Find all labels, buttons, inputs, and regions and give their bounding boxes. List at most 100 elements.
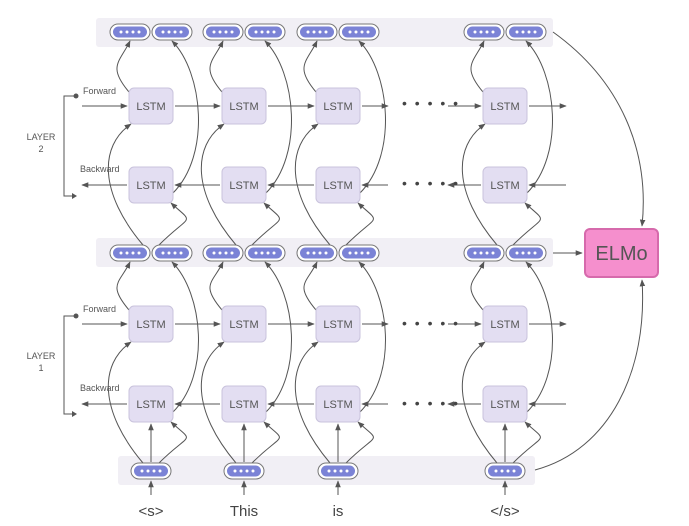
l2-forward-to-output-this (209, 40, 224, 93)
l2-out-bwd-vector-start-dot-3 (179, 30, 183, 34)
lstm-cell-l1-fwd-end-box (482, 305, 528, 343)
lstm-cell-l1-fwd-is: LSTM (315, 305, 361, 343)
layer2-to-elmo-arrow (552, 31, 646, 227)
l1-backward-to-output-end (525, 261, 553, 413)
l1-out-bwd-vector-end (505, 244, 547, 262)
l1-out-fwd-vector-start (109, 244, 151, 262)
lstm-cell-l2-bwd-end-label: LSTM (490, 180, 519, 192)
lstm-cell-l2-fwd-is-box (315, 87, 361, 125)
l2-out-bwd-vector-is-fill (342, 26, 376, 38)
embeddings-to-elmo-arrow (534, 279, 646, 471)
layer2-bracket-dot (73, 93, 79, 99)
l2-out-fwd-vector-is (296, 23, 338, 41)
l2-out-bwd-vector-start-dot-2 (173, 30, 177, 34)
l2-out-bwd-vector-this-dot-0 (254, 30, 258, 34)
lstm-cell-l1-bwd-start: LSTM (128, 385, 174, 423)
token-embedding-start-dot-1 (146, 469, 150, 473)
l1-out-bwd-vector-end-dot-3 (533, 251, 537, 255)
token-embedding-this-dot-3 (251, 469, 255, 473)
l2-out-bwd-vector-is-dot-3 (366, 30, 370, 34)
l2-out-fwd-vector-is-dot-1 (312, 30, 316, 34)
l1-out-bwd-vector-this-fill (248, 247, 282, 259)
l1-out-fwd-vector-end-dot-3 (491, 251, 495, 255)
lstm-cell-l2-bwd-is-box (315, 166, 361, 204)
l2-out-fwd-vector-start-fill (113, 26, 147, 38)
l1-input-to-forward-end (461, 341, 498, 464)
layer2-bracket-arrowhead (72, 193, 77, 199)
layer2-bracket (63, 93, 79, 199)
ellipsis-layer2-backward: • • • • • (402, 175, 460, 191)
l2-out-bwd-vector-is-dot-1 (354, 30, 358, 34)
l2-out-bwd-vector-end (505, 23, 547, 41)
l1-out-bwd-vector-end-dot-2 (527, 251, 531, 255)
l2-forward-to-output-end (470, 40, 485, 93)
lstm-cell-l2-bwd-this-label: LSTM (229, 180, 258, 192)
lstm-cell-l2-fwd-is: LSTM (315, 87, 361, 125)
elmo-output-box (584, 228, 659, 278)
l1-out-fwd-vector-this (202, 244, 244, 262)
lstm-cell-l2-bwd-end-box (482, 166, 528, 204)
l1-out-bwd-vector-start-dot-1 (167, 251, 171, 255)
l2-out-bwd-vector-start-dot-1 (167, 30, 171, 34)
lstm-cell-l1-fwd-this-box (221, 305, 267, 343)
lstm-cells: LSTM LSTM LSTM LSTM LSTM LSTM LSTM LSTM LSTM LSTM… (128, 87, 528, 423)
token-embedding-end-dot-0 (494, 469, 498, 473)
lstm-cell-l2-fwd-start-label: LSTM (136, 101, 165, 113)
layer2-forward-label: Forward (83, 86, 116, 96)
lstm-cell-l2-fwd-this-label: LSTM (229, 101, 258, 113)
l1-out-fwd-vector-is (296, 244, 338, 262)
l1-out-fwd-vector-is-dot-3 (324, 251, 328, 255)
l1-out-bwd-vector-start (151, 244, 193, 262)
l2-forward-to-output-start (116, 40, 131, 93)
l2-out-fwd-vector-is-dot-2 (318, 30, 322, 34)
lstm-cell-l1-bwd-is: LSTM (315, 385, 361, 423)
token-embedding-this-dot-0 (233, 469, 237, 473)
lstm-cell-l1-fwd-is-label: LSTM (323, 319, 352, 331)
lstm-cell-l1-bwd-start-label: LSTM (136, 399, 165, 411)
token-label-end: </s> (490, 503, 519, 520)
l1-out-bwd-vector-start-dot-2 (173, 251, 177, 255)
l1-out-fwd-vector-end (463, 244, 505, 262)
layer1-backward-label: Backward (80, 383, 120, 393)
token-embedding-start-fill (134, 465, 168, 477)
l1-out-fwd-vector-this-fill (206, 247, 240, 259)
l2-out-bwd-vector-this-dot-3 (272, 30, 276, 34)
layer1-forward-label: Forward (83, 304, 116, 314)
ellipsis-layer1-forward: • • • • • (402, 315, 460, 331)
l2-input-to-backward-is (345, 202, 374, 246)
token-embedding-end-fill (488, 465, 522, 477)
l1-out-bwd-vector-start-dot-0 (161, 251, 165, 255)
l2-out-bwd-vector-end-fill (509, 26, 543, 38)
lstm-cell-l2-fwd-start: LSTM (128, 87, 174, 125)
token-embedding-end (484, 462, 526, 480)
lstm-cell-l1-bwd-this: LSTM (221, 385, 267, 423)
l2-out-fwd-vector-start-dot-3 (137, 30, 141, 34)
l2-input-to-backward-end (512, 202, 541, 246)
layer1-bracket (63, 313, 79, 417)
lstm-cell-l1-bwd-end: LSTM (482, 385, 528, 423)
l2-input-to-forward-is (294, 123, 331, 246)
token-embedding-start-dot-3 (158, 469, 162, 473)
l1-out-fwd-vector-is-dot-0 (306, 251, 310, 255)
lstm-cell-l1-fwd-start-box (128, 305, 174, 343)
l1-out-fwd-vector-end-dot-0 (473, 251, 477, 255)
l1-out-bwd-vector-is (338, 244, 380, 262)
l2-out-bwd-vector-is-dot-2 (360, 30, 364, 34)
l2-backward-to-output-this (264, 40, 292, 194)
lstm-cell-l2-fwd-this: LSTM (221, 87, 267, 125)
lstm-cell-l1-fwd-this: LSTM (221, 305, 267, 343)
l2-backward-to-output-end (525, 40, 553, 194)
lstm-cell-l1-bwd-is-label: LSTM (323, 399, 352, 411)
l2-out-fwd-vector-this-dot-0 (212, 30, 216, 34)
lstm-cell-l2-bwd-is-label: LSTM (323, 180, 352, 192)
token-embedding-is-fill (321, 465, 355, 477)
l1-out-fwd-vector-is-dot-2 (318, 251, 322, 255)
lstm-cell-l1-fwd-end: LSTM (482, 305, 528, 343)
l2-out-fwd-vector-this-dot-2 (224, 30, 228, 34)
l2-out-fwd-vector-is-dot-3 (324, 30, 328, 34)
l1-input-to-forward-this (200, 341, 237, 464)
l2-out-fwd-vector-end (463, 23, 505, 41)
l1-out-fwd-vector-start-dot-2 (131, 251, 135, 255)
lstm-cell-l1-fwd-is-box (315, 305, 361, 343)
